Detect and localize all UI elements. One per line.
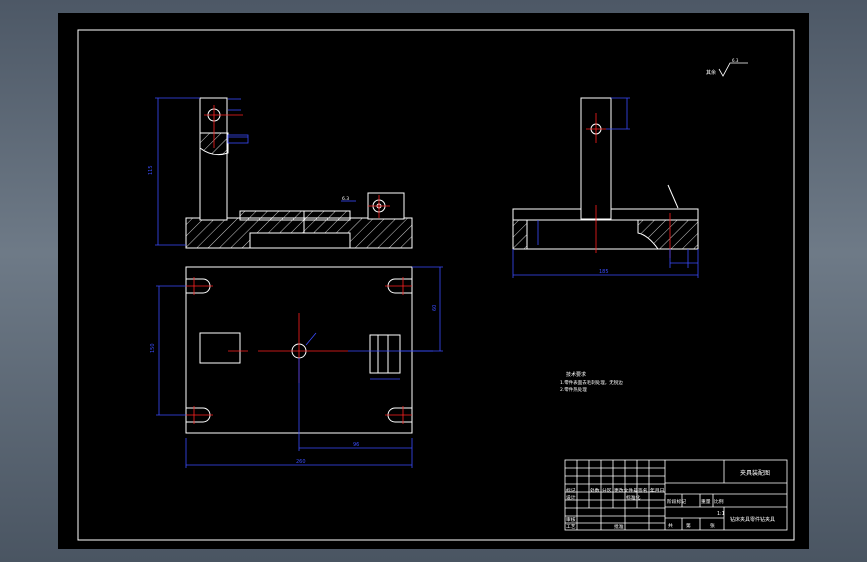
cad-drawing: 115 6.3	[77, 29, 795, 541]
roughness-symbol	[718, 62, 748, 77]
title-block-zone: 分区	[602, 487, 612, 494]
title-block-index: 第	[686, 522, 691, 529]
title-block-weight: 重量	[701, 498, 711, 505]
side-dimensions	[512, 97, 699, 278]
tech-requirements-heading: 技术要求	[566, 371, 586, 378]
tech-requirements: 技术要求 1.零件表面去毛刺处理，无锐边 2.零件热处理	[560, 371, 623, 393]
top-right-dim: 60	[432, 305, 438, 311]
top-right-block	[369, 334, 401, 374]
roughness-note: 其余	[706, 69, 716, 76]
top-height-dim: 150	[150, 343, 156, 353]
drawing-title: 夹具装配图	[740, 469, 770, 477]
front-slot	[249, 232, 351, 249]
title-block-unit: 张	[710, 522, 715, 529]
title-block-date: 年月日	[650, 487, 664, 494]
title-block-text: 标记 处数 分区 更改文件号 签名 年月日 设计 标准化 审核 工艺 批准 阶段…	[566, 487, 725, 530]
top-left-block	[199, 332, 241, 364]
drawing-sheet: 115 6.3	[58, 13, 809, 549]
tech-requirement-2: 2.零件热处理	[560, 386, 587, 393]
top-offset-dim: 96	[353, 442, 359, 448]
top-dimensions	[156, 266, 443, 468]
front-roughness-mark: 6.3	[342, 196, 349, 202]
title-block-count: 处数	[590, 487, 600, 494]
title-block-review: 审核	[566, 516, 576, 523]
title-block-process: 工艺	[566, 524, 576, 530]
front-dimensions	[155, 97, 356, 246]
title-block-change: 更改文件号	[614, 487, 638, 494]
drawing-name: 钻床夹具零件钻夹具	[730, 516, 775, 523]
title-block-scale-value: 1:1	[717, 511, 725, 517]
front-centerlines	[204, 105, 390, 218]
top-centerlines	[186, 277, 412, 424]
title-block-stage: 阶段标记	[667, 498, 686, 505]
front-view	[185, 97, 413, 249]
roughness-value: 6.3	[732, 58, 739, 63]
front-column	[199, 97, 228, 221]
side-width-dim: 185	[599, 269, 609, 275]
title-block	[564, 459, 788, 531]
side-right-hatch	[637, 219, 699, 250]
title-block-standardize: 标准化	[626, 494, 641, 501]
title-block-scale: 比例	[714, 498, 724, 505]
title-block-total: 共	[668, 522, 673, 529]
front-height-dim: 115	[148, 165, 154, 175]
front-middle	[239, 210, 351, 221]
title-block-approve: 批准	[614, 523, 624, 530]
tech-requirement-1: 1.零件表面去毛刺处理，无锐边	[560, 379, 623, 386]
top-width-dim: 260	[296, 459, 306, 465]
side-left-hatch	[512, 219, 528, 250]
title-block-mark: 标记	[566, 487, 576, 494]
title-block-sign: 签名	[638, 487, 648, 494]
inner-frame	[77, 29, 795, 541]
title-block-design: 设计	[566, 494, 576, 501]
